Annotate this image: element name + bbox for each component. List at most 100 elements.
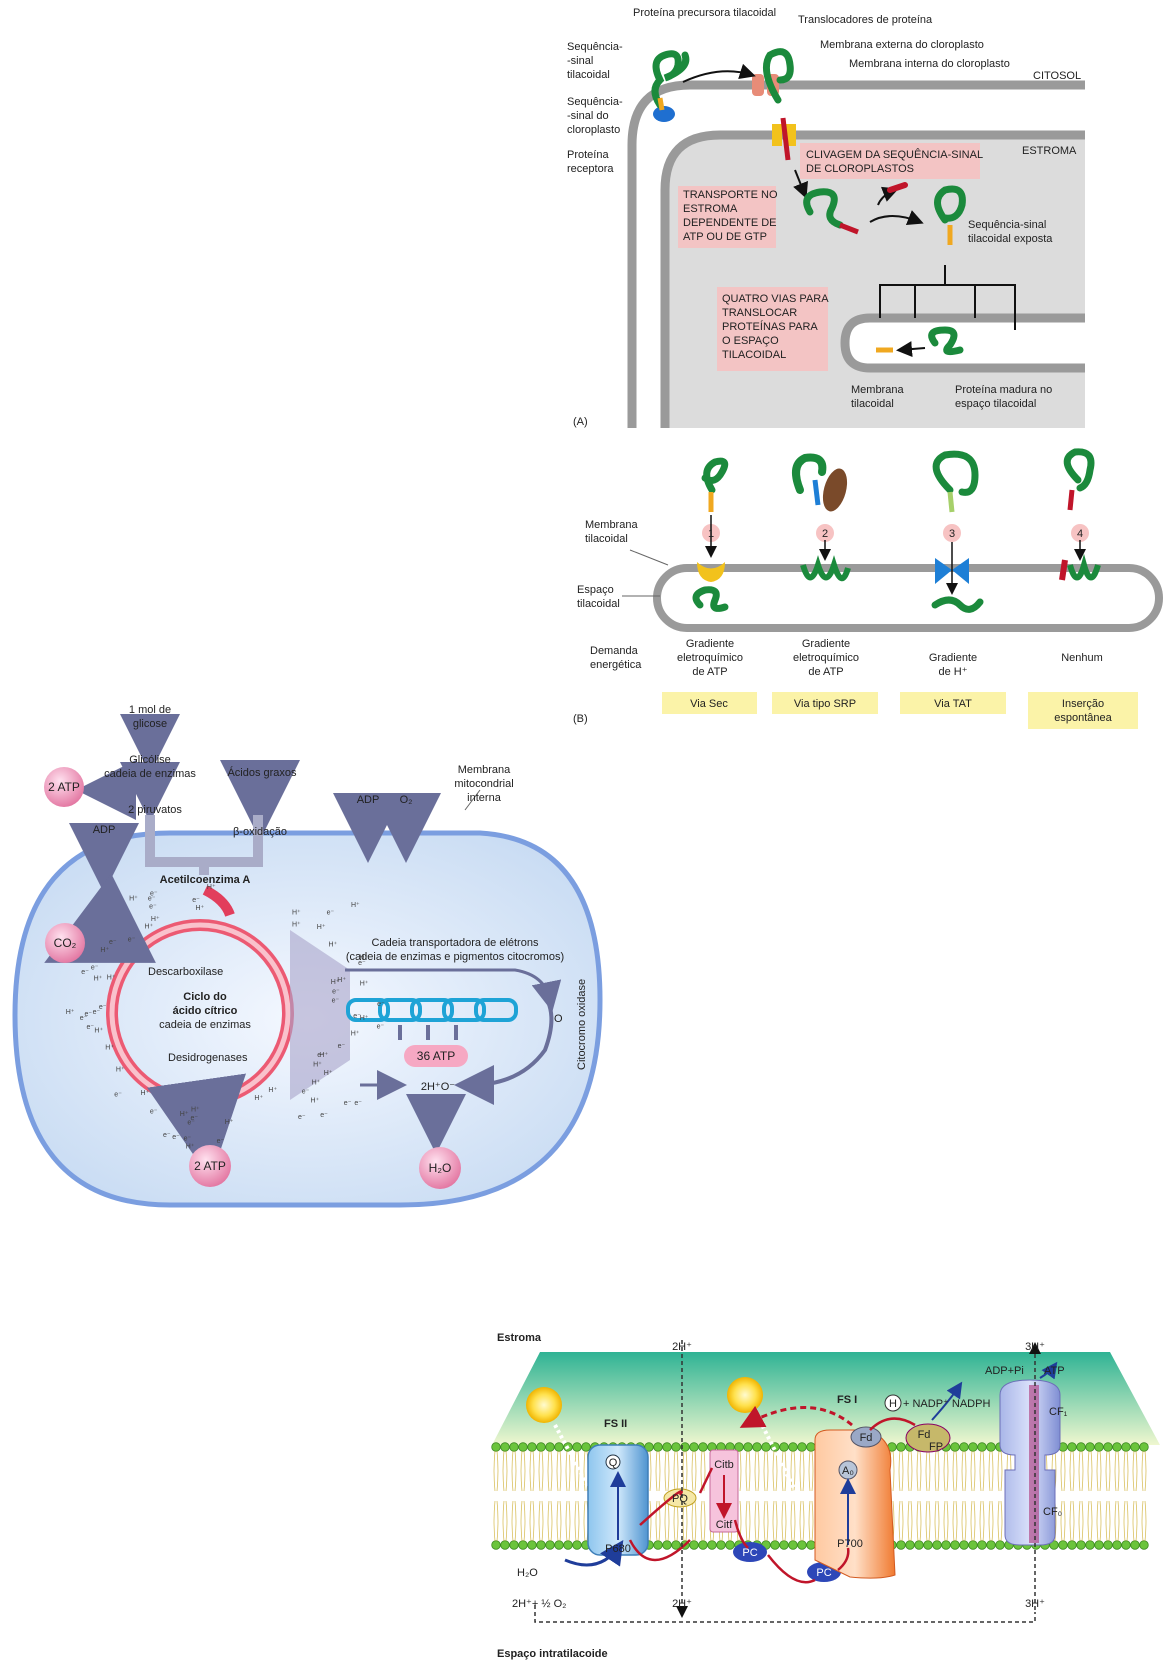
lipid-head — [1121, 1442, 1131, 1452]
lipid-head — [761, 1442, 771, 1452]
lipid-head — [977, 1442, 987, 1452]
lipid-tail — [1078, 1450, 1084, 1492]
pc-carrier — [733, 1542, 767, 1562]
ion-label: H⁺ — [311, 1097, 320, 1104]
lipid-tail — [943, 1450, 949, 1492]
outer-membrane — [627, 80, 1085, 428]
sun-icon-2 — [727, 1377, 763, 1413]
lipid-tail — [898, 1500, 904, 1542]
water-split-label: 2H⁺+ ½ O₂ — [512, 1598, 566, 1610]
lipid-head — [554, 1442, 564, 1452]
pq-label: PQ — [672, 1493, 688, 1505]
ion-label: e⁻ — [150, 1109, 158, 1116]
cytosol-label: CITOSOL — [1033, 70, 1081, 82]
lipid-head — [653, 1540, 663, 1550]
via-box-3 — [900, 692, 1006, 714]
lumen-label: Espaço intratilacoide — [497, 1648, 608, 1660]
lipid-head — [734, 1442, 744, 1452]
lipid-tail — [691, 1450, 697, 1492]
ion-label: e⁻ — [149, 903, 157, 910]
ion-label: H⁺ — [312, 1080, 321, 1087]
lipid-head — [1067, 1442, 1077, 1452]
lipid-tail — [808, 1450, 814, 1492]
via-4b: espontânea — [1054, 712, 1112, 724]
path-2-badge — [816, 524, 834, 542]
lipid-head — [554, 1540, 564, 1550]
h3-bottom-label: 3H⁺ — [1025, 1598, 1045, 1610]
ion-label: H⁺ — [292, 922, 301, 929]
via-box-1 — [662, 692, 757, 714]
ion-label: H⁺ — [100, 947, 109, 954]
ion-label: H⁺ — [324, 1070, 333, 1077]
lipid-head — [671, 1540, 681, 1550]
lipid-head — [662, 1442, 672, 1452]
path-3-mature — [931, 596, 984, 613]
lipid-head — [797, 1442, 807, 1452]
lipid-head — [698, 1540, 708, 1550]
ion-label: e⁻ — [377, 1001, 385, 1008]
lipid-head — [1085, 1540, 1095, 1550]
lipid-head — [509, 1442, 519, 1452]
h2o-label: H₂O — [429, 1161, 452, 1175]
via-4a: Inserção — [1062, 698, 1104, 710]
lipid-tail — [916, 1500, 922, 1542]
nadp-label: + NADP⁺ NADPH — [903, 1398, 990, 1410]
lipid-head — [1130, 1442, 1140, 1452]
lipid-tail — [1132, 1500, 1138, 1542]
ion-label: e⁻ — [327, 910, 335, 917]
cyt-oxidase-label: Citocromo oxidase — [576, 979, 588, 1070]
exposed-signal-1: Sequência-sinal — [968, 219, 1046, 231]
lipid-tail — [655, 1500, 661, 1542]
energy-3b: de H⁺ — [938, 666, 967, 678]
lipid-head — [536, 1540, 546, 1550]
lipid-head — [527, 1540, 537, 1550]
proton-electron-scatter: e⁻H⁺e⁻H⁺e⁻H⁺e⁻H⁺e⁻H⁺e⁻H⁺e⁻H⁺e⁻H⁺e⁻H⁺e⁻H⁺… — [66, 884, 385, 1150]
lipid-head — [896, 1442, 906, 1452]
h2-top-label: 2H⁺ — [672, 1341, 692, 1353]
mature-protein-2: espaço tilacoidal — [955, 398, 1036, 410]
ion-label: H⁺ — [94, 1028, 103, 1035]
lipid-tail — [520, 1450, 526, 1492]
ion-label: e⁻ — [320, 1112, 328, 1119]
electron-flow-arrow — [345, 968, 562, 1012]
lipid-head — [1076, 1540, 1086, 1550]
lipid-head — [1139, 1442, 1149, 1452]
lipid-tail — [1087, 1500, 1093, 1542]
ion-label: H⁺ — [191, 1107, 200, 1114]
ion-label: H⁺ — [180, 1111, 189, 1118]
lipid-tail — [799, 1500, 805, 1542]
fs2-label: FS II — [604, 1418, 627, 1430]
ion-label: e⁻ — [87, 1024, 95, 1031]
lipid-tail — [754, 1500, 760, 1542]
arrow-cleavage — [869, 210, 924, 225]
atp36-pill — [404, 1045, 468, 1067]
path-4-badge — [1071, 524, 1089, 542]
lipid-tail — [1141, 1500, 1147, 1542]
lipid-head — [563, 1540, 573, 1550]
lipid-tail — [1114, 1450, 1120, 1492]
stroma-label: Estroma — [497, 1332, 542, 1344]
signal-chloroplast-3: cloroplasto — [567, 124, 620, 136]
atp-out-arrow — [1039, 1361, 1058, 1380]
lipid-head — [536, 1442, 546, 1452]
protein-exposed-signal — [934, 185, 966, 224]
cleavage-text-2: DE CLOROPLASTOS — [806, 163, 914, 175]
lipid-tail — [745, 1500, 751, 1542]
lipid-head — [752, 1442, 762, 1452]
space-label-2: tilacoidal — [577, 598, 620, 610]
cycle-enzymes-label: cadeia de enzimas — [159, 1019, 251, 1031]
proton-channel — [1029, 1385, 1039, 1543]
signal-path-3 — [947, 491, 955, 513]
lipid-head — [743, 1442, 753, 1452]
ion-label: e⁻ — [353, 1013, 361, 1020]
inner-membrane — [660, 130, 1085, 428]
stroma-gradient — [492, 1352, 1160, 1445]
lipid-tail — [772, 1450, 778, 1492]
ion-label: H⁺ — [360, 954, 369, 961]
h2-bottom-label: 2H⁺ — [672, 1598, 692, 1610]
fd-fp-complex — [905, 1423, 951, 1453]
lipid-head — [806, 1540, 816, 1550]
lipid-tail — [988, 1450, 994, 1492]
lipid-head — [779, 1540, 789, 1550]
